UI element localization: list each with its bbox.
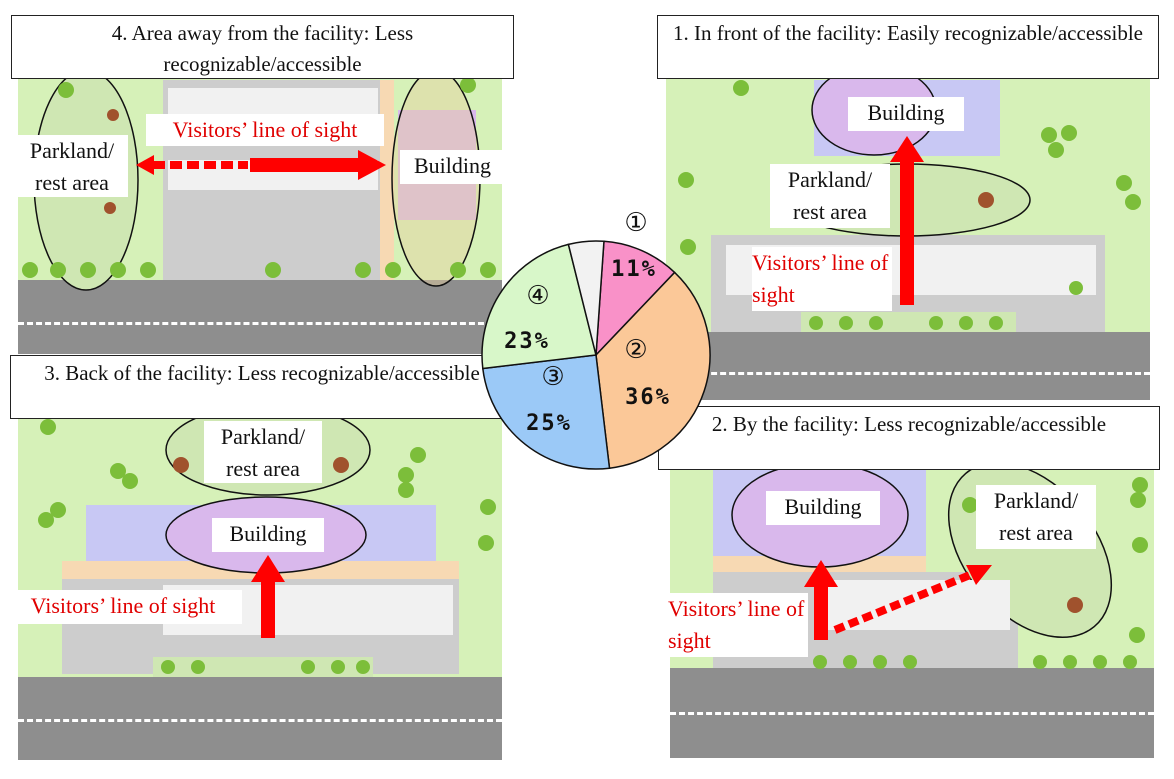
sight-label-2: Visitors’ line of sight [668,593,808,657]
parkland-label-2: Parkland/ rest area [976,485,1096,549]
pie-percent-1: 11% [611,257,657,282]
building-label-4: Building [400,150,505,184]
sight-label-1: Visitors’ line of sight [752,247,892,311]
pie-marker-1: ① [624,208,647,238]
pie-marker-4: ④ [526,281,549,311]
parkland-label-1: Parkland/ rest area [770,164,890,228]
road [18,677,502,760]
pie-percent-3: 25% [526,411,572,436]
building-label-1: Building [848,97,964,131]
caption-1: 1. In front of the facility: Easily reco… [657,15,1159,79]
sight-label-4: Visitors’ line of sight [146,114,384,146]
pie-marker-2: ② [624,335,647,365]
line-of-sight-arrow [251,555,285,638]
pie-slice-1 [595,240,676,358]
parkland-label-3: Parkland/ rest area [204,421,322,483]
pie-marker-3: ③ [541,362,564,392]
sight-label-3: Visitors’ line of sight [4,590,242,624]
road [670,668,1154,758]
caption-2: 2. By the facility: Less recognizable/ac… [658,406,1160,470]
building-label-3: Building [212,518,324,552]
line-of-sight-arrow [804,560,992,640]
pie-percent-4: 23% [504,329,550,354]
pie-slice-5 [567,240,605,356]
building-label-2: Building [766,491,880,525]
road [18,280,502,354]
caption-4: 4. Area away from the facility: Less rec… [11,15,514,79]
panel-area-away [18,60,502,354]
road [666,332,1150,400]
parkland-label-4: Parkland/ rest area [16,135,128,197]
line-of-sight-arrow [136,150,386,180]
line-of-sight-arrow [890,136,924,305]
caption-3: 3. Back of the facility: Less recognizab… [10,355,514,419]
